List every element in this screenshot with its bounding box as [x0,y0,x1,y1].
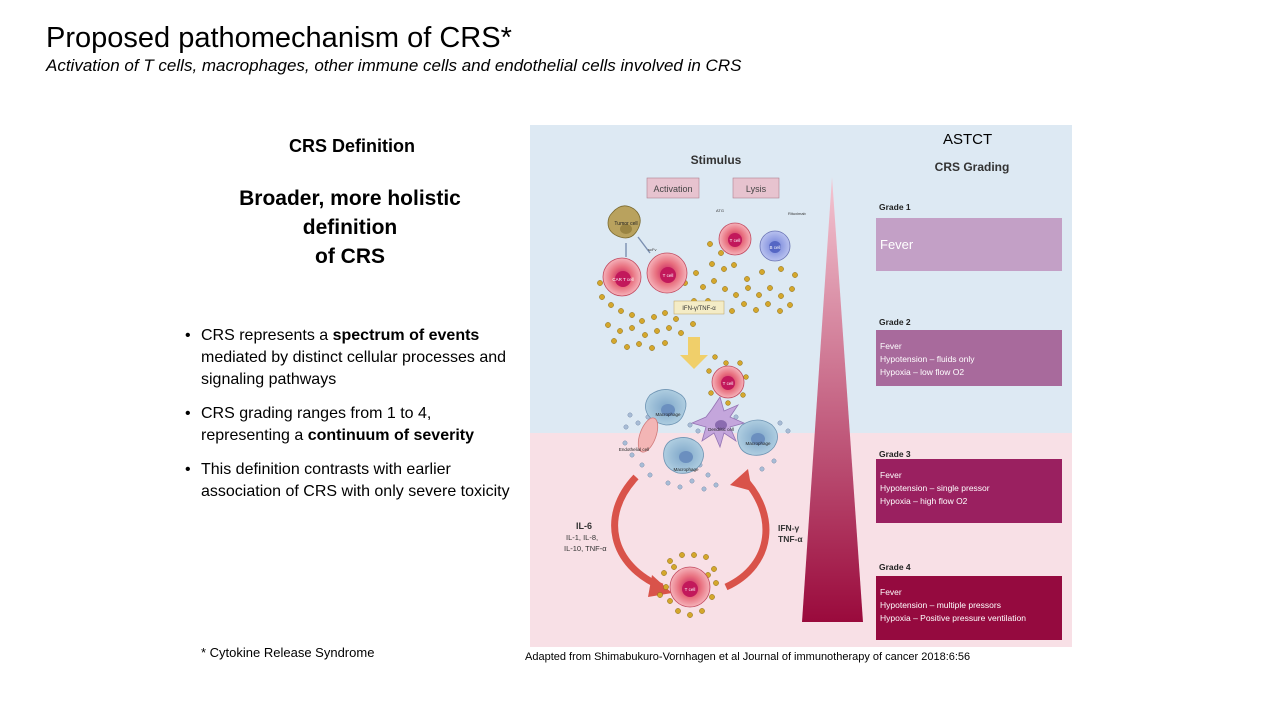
down-arrow [680,337,708,369]
bullet-text: mediated by distinct cellular processes … [201,349,507,388]
grade-criterion: Hypotension – fluids only [880,354,975,364]
grade-criterion: Hypoxia – high flow O2 [880,496,968,506]
cytokine-box-label: IFN-γ/TNF-α [682,306,716,312]
cell-label: Endothelial cell [619,447,649,452]
bullet-text: CRS grading ranges from 1 to 4, represen… [201,405,432,444]
cell-label: Macrophage [673,467,699,472]
grade-label: Grade 4 [879,562,911,572]
stimulus-tag-label: Lysis [746,184,767,194]
definition-line: Broader, more holistic [239,187,461,210]
grade-criterion: Fever [880,470,902,480]
other-cytokines-label: IL-1, IL-8, [566,533,598,542]
cell-label: CAR T cell [612,277,633,282]
cell-label: Tumor cell [614,221,637,227]
t-cell-lysis: T cell [718,222,752,256]
grade-criterion: Fever [880,341,902,351]
cell-label: B cell [769,245,780,250]
definition-statement: Broader, more holistic definition of CRS [200,184,500,271]
grade-label: Grade 2 [879,317,911,327]
citation: Adapted from Shimabukuro-Vornhagen et al… [525,651,971,663]
stimulus-tag-lysis: Lysis [732,177,780,199]
car-t-cell: CAR T cell [602,257,642,297]
macrophage-3: Macrophage [663,437,704,474]
footnote: * Cytokine Release Syndrome [201,645,375,660]
bottom-dots [657,552,719,618]
feedback-arrow-left-head [648,575,672,597]
stimulus-tag-label: Activation [653,184,692,194]
tnf-label: TNF-α [778,534,803,544]
astct-label: ASTCT [943,131,993,148]
feedback-arrow-right [724,474,770,591]
grade-criterion: Hypotension – multiple pressors [880,600,1001,610]
antibody-label: ATG [716,208,724,213]
bullet-emphasis: spectrum of events [332,327,480,344]
tumor-cell: Tumor cell [607,205,641,239]
antibody-label: Rituximab [788,211,807,216]
endothelial-cell: Endothelial cell [619,417,659,453]
grade-label: Grade 3 [879,449,911,459]
cell-label: T cell [723,381,734,386]
grade-box [876,459,1062,523]
grade-criterion: Fever [880,587,902,597]
cell-label: T cell [663,273,674,278]
t-cell-bottom: T cell [669,566,711,608]
bullet-text: CRS represents a [201,327,333,344]
bullet-text: This definition contrasts with earlier a… [201,461,510,500]
definition-bullets: CRS represents a spectrum of events medi… [183,325,513,515]
antibody-label: scFv [648,247,656,252]
il6-label: IL-6 [576,521,592,531]
small-dots-middle [706,354,749,406]
b-cell: B cell [759,230,791,262]
t-cell: T cell [646,252,688,294]
t-cell-activated: T cell [711,365,745,399]
stimulus-title: Stimulus [691,153,742,167]
feedback-arrow-right-head [730,469,752,491]
macrophage-1: Macrophage [645,389,687,426]
definition-heading: CRS Definition [289,136,415,156]
grading-title: CRS Grading [935,160,1010,174]
slide-subtitle: Activation of T cells, macrophages, othe… [46,56,742,75]
grade-box [876,330,1062,386]
slide-title: Proposed pathomechanism of CRS* [46,22,512,54]
cytokine-box: IFN-γ/TNF-α [673,300,725,315]
bullet-emphasis: continuum of severity [307,427,474,444]
cell-label: T cell [730,238,741,243]
cell-label: Macrophage [745,441,771,446]
definition-line: definition [302,216,398,239]
cell-label: Macrophage [655,412,681,417]
cell-label: T cell [685,587,696,592]
severity-triangle [802,177,863,622]
grade-box [876,576,1062,640]
grade-criterion: Hypotension – single pressor [880,483,990,493]
grade-box [876,218,1062,271]
dendritic-cell: Dendritic cell [690,396,746,449]
other-cytokines-label: IL-10, TNF-α [564,544,607,553]
stimulus-tag-activation: Activation [646,177,700,199]
cytokine-dots [597,241,798,351]
blue-dots [622,412,791,492]
ifn-label: IFN-γ [778,523,800,533]
grade-criterion: Fever [880,237,914,252]
definition-bullet: CRS represents a spectrum of events medi… [183,325,513,391]
definition-bullet: This definition contrasts with earlier a… [183,459,513,503]
macrophage-2: Macrophage [737,419,778,456]
cell-label: Dendritic cell [708,427,734,432]
definition-bullet: CRS grading ranges from 1 to 4, represen… [183,403,513,447]
crs-pathomechanism-figure: Stimulus Activation Lysis Tumor cell [530,125,1072,647]
feedback-arrow-left [611,474,664,591]
grade-criterion: Hypoxia – low flow O2 [880,367,964,377]
definition-line: of CRS [315,245,385,268]
grade-label: Grade 1 [879,202,911,212]
grade-criterion: Hypoxia – Positive pressure ventilation [880,613,1026,623]
